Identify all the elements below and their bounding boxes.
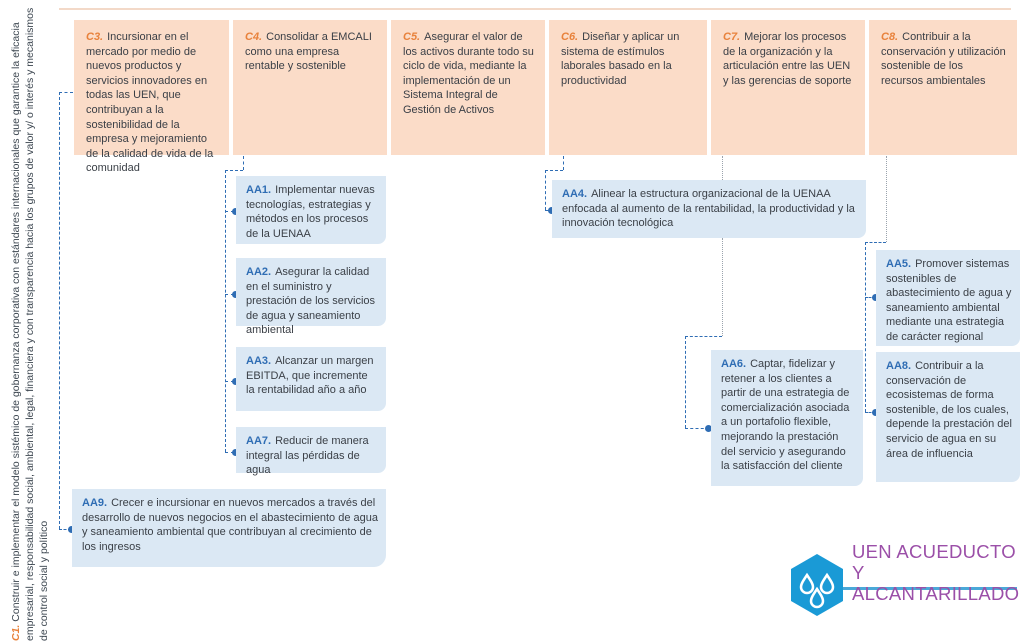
action-code: AA6.	[721, 358, 747, 370]
action-text: Captar, fidelizar y retener a los client…	[721, 358, 850, 473]
objective-c8: C8.Contribuir a la conservación y utiliz…	[869, 20, 1017, 155]
action-text: Implementar nuevas tecnologías, estrateg…	[246, 184, 375, 240]
connector-aa8	[865, 412, 875, 413]
objective-text: Contribuir a la conservación y utilizaci…	[881, 31, 1006, 87]
objective-c7: C7.Mejorar los procesos de la organizaci…	[711, 20, 865, 155]
action-aa5: AA5.Promover sistemas sostenibles de aba…	[876, 250, 1020, 346]
connector-dot-aa7	[232, 449, 239, 456]
connector-c8-h	[865, 242, 886, 243]
connector-dot-aa9	[68, 526, 75, 533]
connector-aa4-aa6-dotted	[722, 238, 723, 336]
action-code: AA4.	[562, 188, 588, 200]
objective-c5: C5.Asegurar el valor de los activos dura…	[391, 20, 545, 155]
action-text: Alcanzar un margen EBITDA, que increment…	[246, 355, 374, 397]
connector-c7-dotted	[722, 156, 723, 180]
connector-c3	[59, 92, 73, 93]
hexagon-shape	[791, 554, 843, 616]
connector-dot-aa6	[705, 425, 712, 432]
connector-c8-vertical	[865, 242, 866, 412]
connector-c6	[563, 156, 564, 170]
action-code: AA1.	[246, 184, 272, 196]
header-rule	[59, 8, 1011, 10]
connector-dot-aa3	[232, 378, 239, 385]
water-drops-hexagon-icon	[791, 554, 843, 616]
objective-code: C7.	[723, 31, 741, 43]
action-code: AA7.	[246, 435, 272, 447]
action-aa9: AA9.Crecer e incursionar en nuevos merca…	[72, 489, 386, 567]
objective-code: C3.	[86, 31, 104, 43]
drop-left-icon	[799, 572, 815, 595]
connector-aa3	[225, 381, 234, 382]
connector-c8-dotted	[886, 156, 887, 242]
mission-statement: C1. Construir e implementar el modelo si…	[9, 1, 50, 641]
action-code: AA8.	[886, 360, 912, 372]
objective-text: Diseñar y aplicar un sistema de estímulo…	[561, 31, 680, 87]
action-text: Crecer e incursionar en nuevos mercados …	[82, 497, 378, 553]
action-aa3: AA3.Alcanzar un margen EBITDA, que incre…	[236, 347, 386, 411]
connector-aa9	[59, 529, 71, 530]
mission-bar: C1. Construir e implementar el modelo si…	[0, 0, 52, 643]
objective-code: C5.	[403, 31, 421, 43]
action-code: AA5.	[886, 258, 912, 270]
action-aa8: AA8.Contribuir a la conservación de ecos…	[876, 352, 1020, 482]
objective-text: Mejorar los procesos de la organización …	[723, 31, 852, 87]
mission-code: C1.	[10, 624, 22, 641]
connector-dot-aa8	[872, 409, 879, 416]
action-code: AA3.	[246, 355, 272, 367]
connector-aa2	[225, 294, 234, 295]
connector-aa6	[685, 428, 709, 429]
connector-dot-aa2	[232, 291, 239, 298]
objective-code: C8.	[881, 31, 899, 43]
connector-aa1	[225, 211, 234, 212]
connector-dot-aa5	[872, 294, 879, 301]
objective-text: Incursionar en el mercado por medio de n…	[86, 31, 214, 175]
action-aa4: AA4.Alinear la estructura organizacional…	[552, 180, 866, 238]
action-text: Asegurar la calidad en el suministro y p…	[246, 266, 376, 337]
connector-c4	[243, 156, 244, 170]
connector-c6-vertical	[545, 170, 546, 210]
connector-c3-vertical	[59, 92, 60, 529]
objective-c3: C3.Incursionar en el mercado por medio d…	[74, 20, 229, 174]
drop-right-icon	[819, 572, 835, 595]
action-aa7: AA7.Reducir de manera integral las pérdi…	[236, 427, 386, 477]
connector-c7-h	[685, 336, 722, 337]
action-code: AA2.	[246, 266, 272, 278]
mission-text: Construir e implementar el modelo sistém…	[10, 7, 50, 641]
connector-c6-h	[545, 170, 563, 171]
connector-dot-aa1	[232, 208, 239, 215]
connector-c7-vertical	[685, 336, 686, 428]
action-text: Alinear la estructura organizacional de …	[562, 188, 855, 230]
action-code: AA9.	[82, 497, 108, 509]
connector-aa7	[225, 452, 234, 453]
logo-line-1: UEN ACUEDUCTO	[852, 541, 1016, 562]
action-aa2: AA2.Asegurar la calidad en el suministro…	[236, 258, 386, 336]
action-text: Promover sistemas sostenibles de abastec…	[886, 258, 1012, 343]
connector-c4-vertical	[225, 170, 226, 452]
action-text: Contribuir a la conservación de ecosiste…	[886, 360, 1012, 460]
action-text: Reducir de manera integral las pérdidas …	[246, 435, 369, 477]
action-aa1: AA1.Implementar nuevas tecnologías, estr…	[236, 176, 386, 244]
objective-c6: C6.Diseñar y aplicar un sistema de estím…	[549, 20, 707, 155]
objective-code: C6.	[561, 31, 579, 43]
connector-c4-h	[225, 170, 243, 171]
connector-dot-aa4	[548, 207, 555, 214]
connector-aa5	[865, 297, 875, 298]
objective-text: Consolidar a EMCALI como una empresa ren…	[245, 31, 372, 73]
objective-code: C4.	[245, 31, 263, 43]
objective-c4: C4.Consolidar a EMCALI como una empresa …	[233, 20, 387, 155]
logo-text: UEN ACUEDUCTO Y ALCANTARILLADO	[852, 541, 1020, 604]
drop-bottom-icon	[809, 586, 825, 609]
action-aa6: AA6.Captar, fidelizar y retener a los cl…	[711, 350, 863, 486]
logo-line-2: Y ALCANTARILLADO	[852, 562, 1020, 604]
objective-text: Asegurar el valor de los activos durante…	[403, 31, 534, 116]
logo-underline	[839, 587, 1017, 590]
